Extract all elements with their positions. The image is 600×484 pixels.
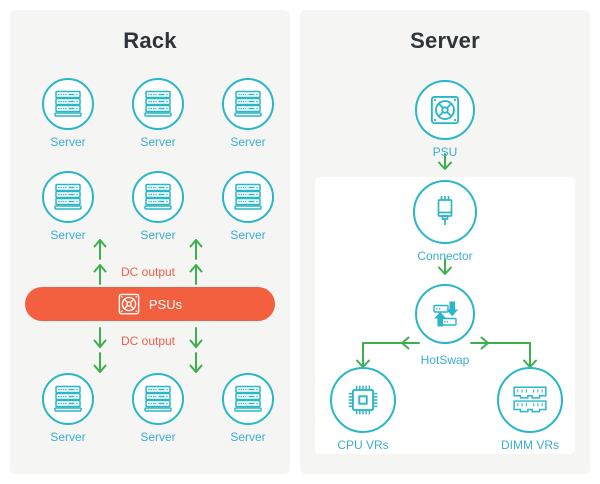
server-icon — [144, 90, 172, 118]
rack-panel: Rack Server Server Server Server Server … — [10, 10, 290, 474]
rack-server-node: Server — [116, 171, 200, 242]
server-label: Server — [230, 228, 266, 242]
server-label: Server — [140, 430, 176, 444]
connector-node: Connector — [403, 180, 487, 263]
hotswap-circle — [415, 284, 475, 344]
rack-server-node: Server — [206, 78, 290, 149]
psu-circle — [415, 80, 475, 140]
server-panel-title: Server — [410, 28, 480, 53]
rack-server-node: Server — [116, 78, 200, 149]
cpu-vrs-node: CPU VRs — [321, 367, 405, 452]
dc-output-label-bottom: DC output — [120, 334, 176, 348]
server-circle — [222, 78, 274, 130]
psus-bar-label: PSUs — [148, 296, 183, 312]
dc-output-label-top: DC output — [120, 265, 176, 279]
rack-server-node: Server — [26, 171, 110, 242]
server-circle — [222, 171, 274, 223]
dimm-circle — [497, 367, 563, 433]
psu-fan-icon — [430, 95, 460, 125]
server-circle — [132, 373, 184, 425]
server-label: Server — [50, 228, 86, 242]
psu-label: PSU — [432, 145, 458, 159]
server-label: Server — [230, 430, 266, 444]
server-circle — [42, 373, 94, 425]
server-circle — [42, 171, 94, 223]
hotswap-node: HotSwap — [403, 284, 487, 367]
connector-label: Connector — [417, 249, 473, 263]
rack-server-node: Server — [26, 78, 110, 149]
server-icon — [234, 183, 262, 211]
server-label: Server — [50, 430, 86, 444]
dimm-memory-icon — [512, 385, 548, 415]
arrow-down-icon — [189, 352, 203, 373]
hotswap-label: HotSwap — [420, 353, 470, 367]
connector-circle — [413, 180, 477, 244]
rack-server-node: Server — [206, 171, 290, 242]
psu-fan-icon — [118, 293, 140, 315]
server-label: Server — [230, 135, 266, 149]
cpu-chip-icon — [346, 383, 380, 417]
rack-server-node: Server — [116, 373, 200, 444]
server-circle — [132, 171, 184, 223]
dimm-vrs-label: DIMM VRs — [501, 438, 559, 452]
server-icon — [54, 183, 82, 211]
server-label: Server — [140, 228, 176, 242]
hotswap-arrows-icon — [429, 298, 461, 330]
server-icon — [234, 90, 262, 118]
server-icon — [144, 385, 172, 413]
dimm-vrs-node: DIMM VRs — [488, 367, 572, 452]
connector-plug-icon — [433, 195, 457, 229]
psu-node: PSU — [403, 80, 487, 159]
arrow-up-icon — [189, 239, 203, 260]
server-panel: Server PSU Connector HotSwap CPU VRs DIM… — [300, 10, 590, 474]
server-icon — [144, 183, 172, 211]
psus-bar: PSUs — [25, 287, 275, 321]
server-icon — [234, 385, 262, 413]
server-icon — [54, 90, 82, 118]
rack-server-node: Server — [26, 373, 110, 444]
cpu-vrs-label: CPU VRs — [337, 438, 389, 452]
server-circle — [222, 373, 274, 425]
server-circle — [42, 78, 94, 130]
cpu-circle — [330, 367, 396, 433]
arrow-up-icon — [93, 264, 107, 285]
arrow-down-icon — [189, 327, 203, 348]
server-label: Server — [140, 135, 176, 149]
server-circle — [132, 78, 184, 130]
rack-panel-title: Rack — [123, 28, 177, 53]
arrow-down-icon — [93, 327, 107, 348]
rack-server-node: Server — [206, 373, 290, 444]
arrow-down-icon — [93, 352, 107, 373]
arrow-up-icon — [189, 264, 203, 285]
arrow-up-icon — [93, 239, 107, 260]
server-label: Server — [50, 135, 86, 149]
server-icon — [54, 385, 82, 413]
